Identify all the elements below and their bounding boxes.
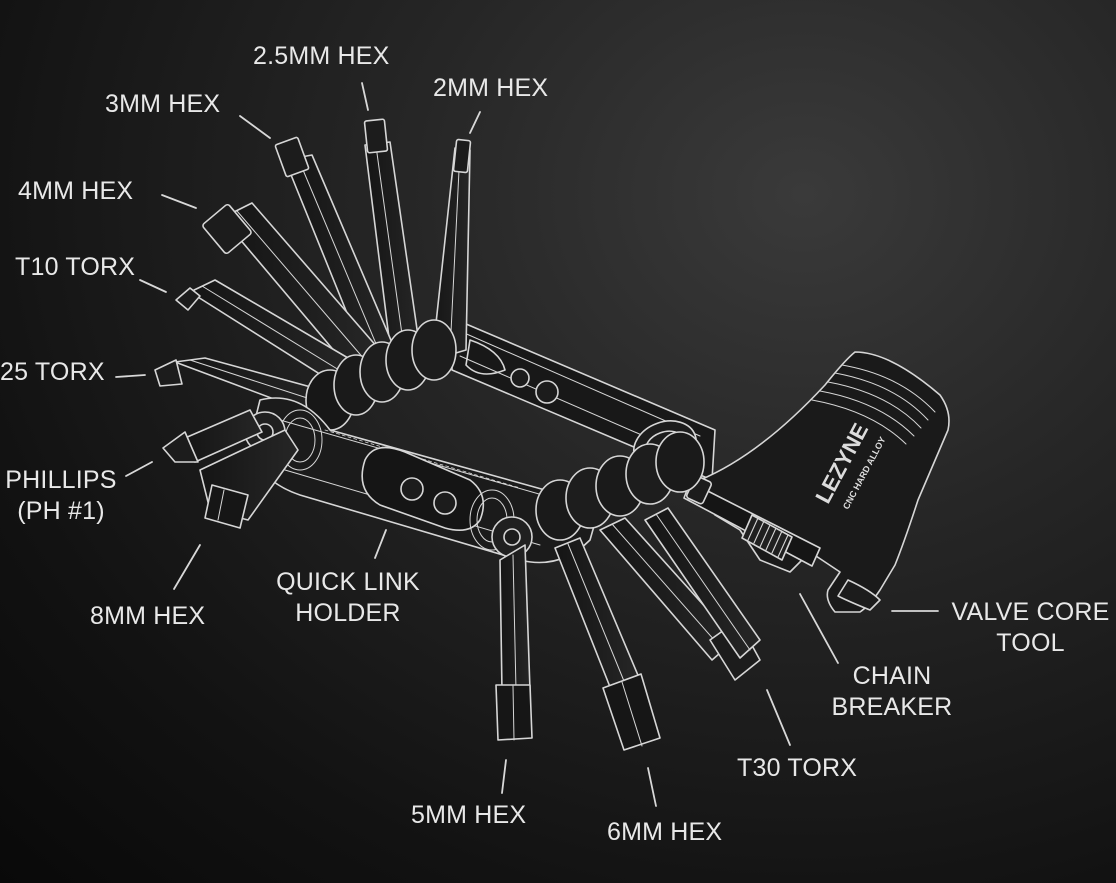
upper-pivot-barrel: [305, 319, 457, 431]
leader-25-torx: [115, 374, 146, 378]
leader-8mm-hex: [173, 544, 201, 590]
label-quick-link-line2: HOLDER: [295, 599, 401, 627]
label-phillips-line1: PHILLIPS: [5, 466, 117, 494]
leader-3mm-hex: [239, 115, 271, 139]
label-8mm-hex: 8MM HEX: [90, 602, 206, 630]
label-5mm-hex: 5MM HEX: [411, 801, 527, 829]
bit-5mm-hex: [495, 544, 533, 741]
bit-8mm-hex: [199, 429, 299, 529]
label-t10-torx: T10 TORX: [15, 253, 136, 281]
label-quick-link-holder: QUICK LINK HOLDER: [268, 567, 428, 629]
leader-2mm-hex: [469, 111, 481, 134]
leader-quick-link: [374, 529, 387, 559]
label-valve-core-line1: VALVE CORE: [951, 598, 1110, 626]
label-valve-core-tool: VALVE CORE TOOL: [945, 597, 1116, 659]
chain-breaker-screw: [683, 475, 821, 567]
front-side-plate: [249, 397, 601, 564]
leader-6mm-hex: [647, 767, 657, 807]
leader-phillips: [125, 461, 153, 477]
label-phillips-line2: (PH #1): [17, 497, 105, 525]
label-phillips: PHILLIPS (PH #1): [2, 465, 120, 527]
label-4mm-hex: 4MM HEX: [18, 177, 134, 205]
bit-6mm-hex: [554, 537, 661, 751]
label-quick-link-line1: QUICK LINK: [276, 568, 420, 596]
lower-pivot-barrel: [535, 431, 705, 541]
label-25-torx: 25 TORX: [0, 358, 105, 386]
label-2mm-hex: 2MM HEX: [433, 74, 549, 102]
leader-4mm-hex: [161, 194, 197, 209]
label-chain-breaker-line1: CHAIN: [852, 662, 932, 690]
label-2-5mm-hex: 2.5MM HEX: [253, 42, 390, 70]
chain-breaker-body: [683, 351, 950, 613]
label-valve-core-line2: TOOL: [996, 629, 1065, 657]
label-6mm-hex: 6MM HEX: [607, 818, 723, 846]
bit-2mm-hex: [431, 138, 472, 361]
leader-5mm-hex: [501, 759, 507, 794]
label-chain-breaker: CHAIN BREAKER: [826, 661, 958, 723]
label-3mm-hex: 3MM HEX: [105, 90, 221, 118]
leader-t10-torx: [139, 279, 167, 293]
leader-t30-torx: [766, 689, 791, 746]
leader-chain-breaker: [799, 593, 839, 664]
bit-extra-hex: [644, 507, 761, 659]
leader-2-5mm-hex: [361, 82, 369, 111]
label-chain-breaker-line2: BREAKER: [831, 693, 953, 721]
label-t30-torx: T30 TORX: [737, 754, 858, 782]
bit-phillips: [162, 409, 263, 463]
bit-2-5mm-hex: [363, 118, 421, 363]
